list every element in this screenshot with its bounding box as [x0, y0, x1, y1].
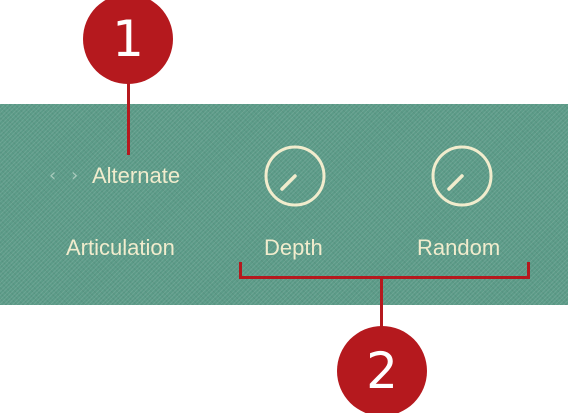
callout-2-bracket-left	[239, 262, 242, 279]
random-label: Random	[417, 235, 501, 260]
random-knob[interactable]	[429, 143, 495, 209]
articulation-panel	[0, 104, 568, 305]
depth-knob[interactable]	[262, 143, 328, 209]
callout-1-badge: 1	[83, 0, 173, 84]
callout-2-leader-line	[380, 276, 383, 336]
depth-label: Depth	[264, 235, 323, 260]
callout-2-badge: 2	[337, 326, 427, 413]
next-articulation-arrow-icon[interactable]: ›	[71, 165, 79, 186]
callout-1-leader-line	[127, 70, 130, 155]
callout-2-bracket	[239, 276, 530, 279]
callout-2-bracket-right	[527, 262, 530, 279]
articulation-value[interactable]: Alternate	[92, 163, 181, 188]
previous-articulation-arrow-icon[interactable]: ‹	[49, 165, 57, 186]
articulation-label: Articulation	[66, 235, 175, 260]
